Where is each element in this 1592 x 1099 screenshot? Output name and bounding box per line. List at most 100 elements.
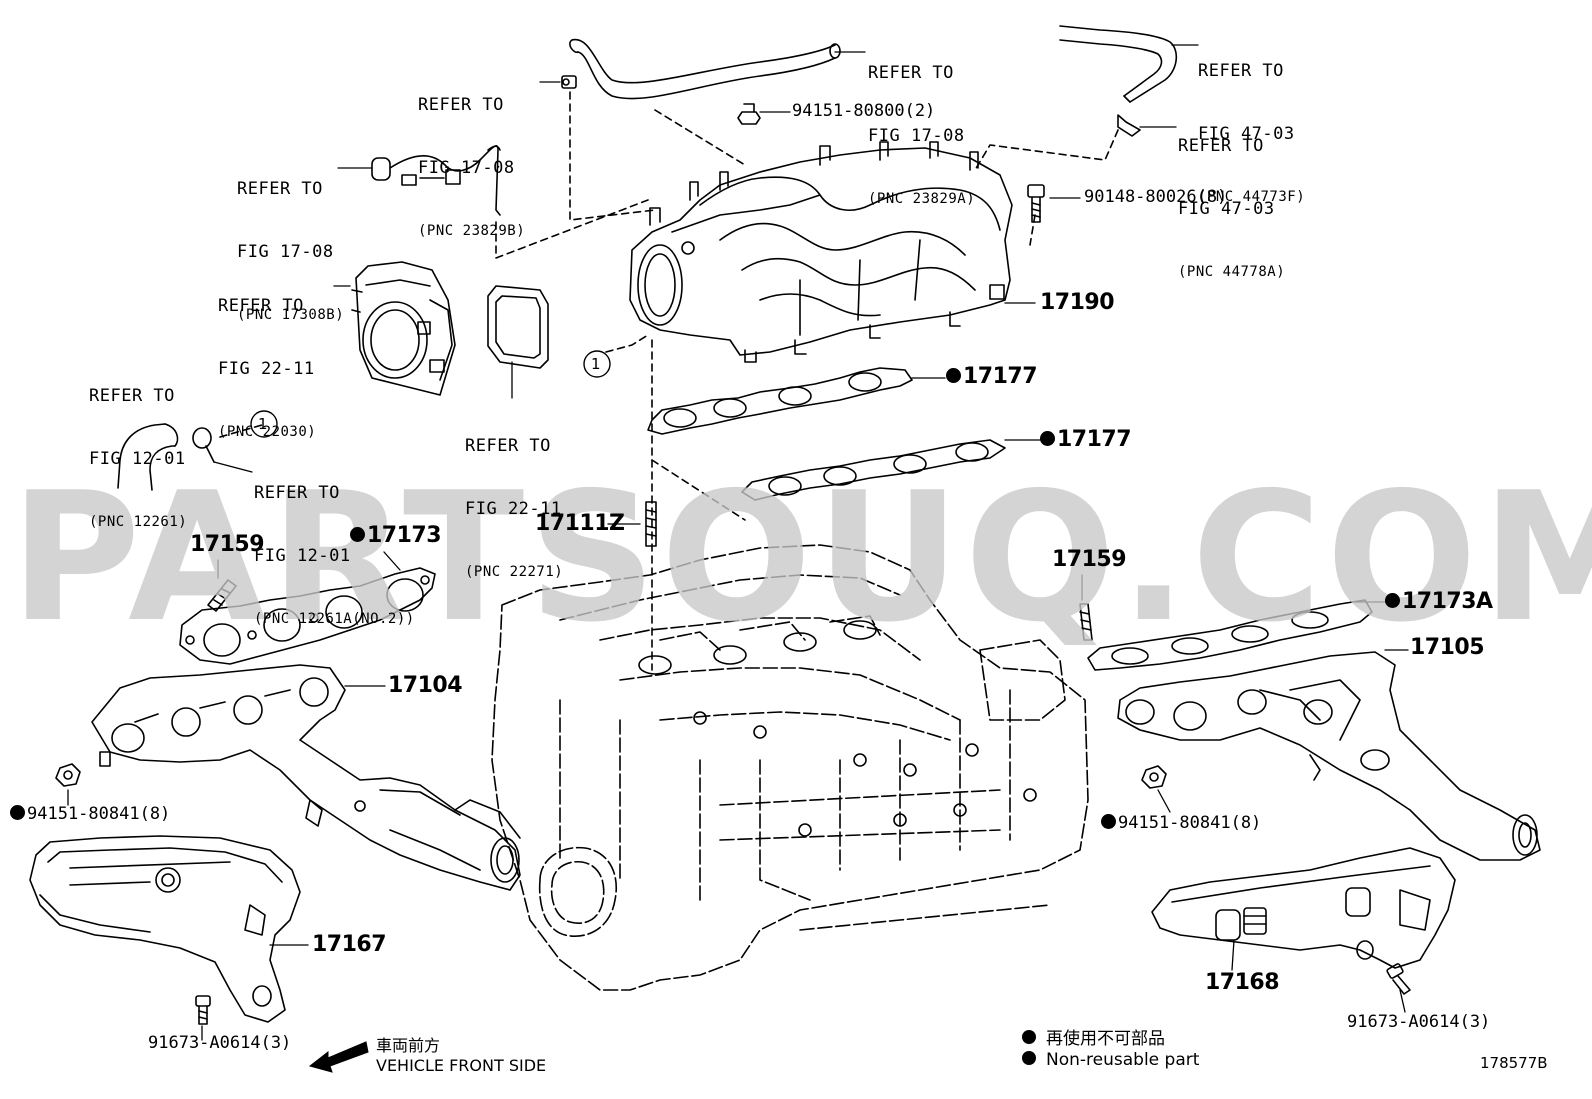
ref-label-22-11-22030: REFER TO FIG 22-11 (PNC 22030) bbox=[218, 254, 316, 485]
ref-line-fig: FIG 22-11 bbox=[218, 359, 315, 379]
part-17168[interactable]: 17168 bbox=[1205, 970, 1280, 995]
hose-12261 bbox=[117, 423, 179, 491]
exhaust-gasket-17173a bbox=[1087, 599, 1373, 671]
part-number-text: 17177 bbox=[963, 364, 1038, 389]
direction-label-en: VEHICLE FRONT SIDE bbox=[376, 1056, 547, 1075]
throttle-body bbox=[351, 261, 456, 396]
stud-17111z bbox=[645, 501, 657, 547]
callout-circle-1-upper bbox=[583, 350, 611, 378]
ref-line-pnc: (PNC 22030) bbox=[218, 424, 317, 440]
engine-block bbox=[491, 544, 1089, 991]
ref-line-pnc: (PNC 12261) bbox=[89, 514, 188, 530]
part-17159-left[interactable]: 17159 bbox=[190, 532, 265, 557]
ref-label-12-01-12261a: REFER TO FIG 12-01 (PNC 12261A(NO.2)) bbox=[254, 441, 415, 672]
ref-label-17-08-17308b: REFER TO FIG 17-08 (PNC 17308B) bbox=[237, 137, 344, 368]
ref-line-fig: FIG 12-01 bbox=[89, 449, 186, 469]
fitting-94151-80800 bbox=[737, 103, 761, 125]
ref-line-refer-to: REFER TO bbox=[465, 436, 551, 456]
ref-line-fig: FIG 47-03 bbox=[1198, 124, 1295, 144]
vacuum-hose-right bbox=[1059, 25, 1178, 103]
ref-line-fig: FIG 12-01 bbox=[254, 546, 351, 566]
vacuum-sensor-harness bbox=[371, 145, 501, 216]
legend-nonreusable-en: Non-reusable part bbox=[1022, 1050, 1199, 1070]
ref-line-pnc: (PNC 44778A) bbox=[1178, 264, 1286, 280]
part-number-text: 94151-80841(8) bbox=[27, 804, 171, 824]
leader-lines bbox=[67, 44, 1409, 1041]
part-17104[interactable]: 17104 bbox=[388, 673, 463, 698]
ref-line-pnc: (PNC 23829B) bbox=[418, 223, 526, 239]
ref-line-fig: FIG 47-03 bbox=[1178, 199, 1275, 219]
part-17111z[interactable]: 17111Z bbox=[535, 511, 625, 536]
part-17105[interactable]: 17105 bbox=[1410, 635, 1485, 660]
part-91673-a0614-left[interactable]: 91673-A0614(3) bbox=[148, 1033, 292, 1053]
clamp-12261a bbox=[192, 427, 215, 463]
hose-clamp-right bbox=[1117, 114, 1141, 137]
non-reusable-dot bbox=[350, 526, 365, 542]
part-90148-80026[interactable]: 90148-80026(8) bbox=[1084, 187, 1228, 207]
part-91673-a0614-right[interactable]: 91673-A0614(3) bbox=[1347, 1012, 1491, 1032]
part-17190[interactable]: 17190 bbox=[1040, 290, 1115, 315]
ref-label-12-01-12261: REFER TO FIG 12-01 (PNC 12261) bbox=[89, 344, 187, 575]
nut-94151-80841-left bbox=[55, 763, 81, 787]
ref-line-pnc: (PNC 44773F) bbox=[1198, 189, 1306, 205]
legend-nonreusable-jp: 再使用不可部品 bbox=[1022, 1024, 1165, 1049]
intake-manifold bbox=[629, 141, 1013, 363]
part-17177-upper[interactable]: 17177 bbox=[946, 364, 1038, 389]
non-reusable-dot bbox=[1385, 592, 1400, 608]
part-94151-80841-left[interactable]: 94151-80841(8) bbox=[10, 804, 170, 824]
ref-line-pnc: (PNC 12261A(NO.2)) bbox=[254, 611, 415, 627]
pcv-hose-left bbox=[569, 38, 841, 100]
ref-line-refer-to: REFER TO bbox=[237, 179, 323, 199]
bolt-91673-left bbox=[195, 995, 211, 1025]
part-17177-lower[interactable]: 17177 bbox=[1040, 427, 1132, 452]
ref-label-17-08-23829b: REFER TO FIG 17-08 (PNC 23829B) bbox=[418, 53, 525, 284]
legend-text: Non-reusable part bbox=[1046, 1050, 1200, 1070]
throttle-body-gasket bbox=[487, 285, 549, 369]
part-number-text: 17173 bbox=[367, 523, 442, 548]
bolt-91673-right bbox=[1386, 963, 1411, 995]
part-17167[interactable]: 17167 bbox=[312, 932, 387, 957]
ref-line-refer-to: REFER TO bbox=[89, 386, 175, 406]
ref-line-refer-to: REFER TO bbox=[868, 63, 954, 83]
part-94151-80841-right[interactable]: 94151-80841(8) bbox=[1101, 813, 1261, 833]
part-94151-80800[interactable]: 94151-80800(2) bbox=[792, 101, 936, 121]
part-17159-right[interactable]: 17159 bbox=[1052, 547, 1127, 572]
ref-label-22-11-22271: REFER TO FIG 22-11 (PNC 22271) bbox=[465, 394, 563, 625]
direction-label-jp: 車両前方 bbox=[376, 1036, 441, 1055]
intake-gasket-upper bbox=[647, 367, 913, 435]
non-reusable-dot bbox=[946, 367, 961, 383]
stud-17159-right bbox=[1079, 603, 1093, 641]
callout-number-upper: 1 bbox=[591, 355, 602, 373]
front-arrow-icon bbox=[308, 1041, 369, 1073]
ref-label-47-03-44773f: REFER TO FIG 47-03 (PNC 44773F) bbox=[1198, 19, 1305, 250]
ref-line-refer-to: REFER TO bbox=[254, 483, 340, 503]
watermark: PARTSOUQ.COM bbox=[10, 454, 1592, 661]
ref-label-17-08-23829a: REFER TO FIG 17-08 (PNC 23829A) bbox=[868, 21, 975, 252]
ref-line-fig: FIG 17-08 bbox=[237, 242, 334, 262]
callout-number-lower: 1 bbox=[258, 415, 269, 433]
legend-dot bbox=[1022, 1051, 1036, 1065]
ref-line-fig: FIG 17-08 bbox=[418, 158, 515, 178]
part-number-text: 17173A bbox=[1402, 589, 1493, 614]
exhaust-manifold-17105 bbox=[1117, 651, 1541, 861]
nut-94151-80841-right bbox=[1141, 765, 1167, 789]
reference-lines-top bbox=[219, 91, 1119, 671]
bolt-90148-80026 bbox=[1027, 184, 1045, 223]
ref-label-47-03-44778a: REFER TO FIG 47-03 (PNC 44778A) bbox=[1178, 94, 1285, 325]
callout-circle-1-lower bbox=[250, 410, 278, 438]
pcv-connector-left bbox=[561, 75, 577, 89]
exhaust-gasket-17173 bbox=[179, 567, 436, 665]
ref-line-pnc: (PNC 23829A) bbox=[868, 191, 976, 207]
part-17173a[interactable]: 17173A bbox=[1385, 589, 1493, 614]
ref-line-pnc: (PNC 17308B) bbox=[237, 307, 345, 323]
diagram-id: 178577B bbox=[1480, 1054, 1548, 1072]
ref-line-pnc: (PNC 22271) bbox=[465, 564, 564, 580]
legend-text: 再使用不可部品 bbox=[1046, 1029, 1165, 1049]
part-number-text: 17177 bbox=[1057, 427, 1132, 452]
ref-line-fig: FIG 17-08 bbox=[868, 126, 965, 146]
ref-line-fig: FIG 22-11 bbox=[465, 499, 562, 519]
part-17173[interactable]: 17173 bbox=[350, 523, 442, 548]
ref-line-refer-to: REFER TO bbox=[1178, 136, 1264, 156]
